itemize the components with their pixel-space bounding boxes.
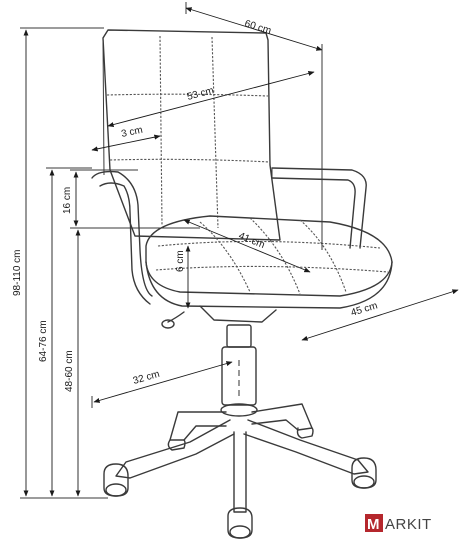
markit-logo: M ARKIT — [365, 514, 432, 533]
label-seat-thickness: 6 cm — [175, 250, 186, 272]
casters — [103, 427, 377, 539]
dimension-lines — [20, 2, 459, 499]
chair-illustration — [91, 29, 393, 539]
label-armrest-floor-height: 64-76 cm — [38, 320, 49, 362]
gas-lift-cylinder — [226, 324, 252, 348]
backrest — [102, 29, 281, 241]
label-armrest-height: 16 cm — [62, 187, 73, 214]
logo-text: ARKIT — [385, 516, 432, 533]
label-seat-width: 45 cm — [350, 300, 379, 318]
label-depth-top: 60 cm — [243, 18, 272, 36]
logo-badge — [365, 514, 383, 532]
star-base — [115, 403, 369, 513]
label-seat-height: 48-60 cm — [64, 350, 75, 392]
armrest-left — [91, 170, 153, 297]
seat-mechanism — [199, 305, 277, 323]
armrest-right — [271, 167, 367, 249]
label-backrest-thickness: 3 cm — [120, 125, 143, 140]
tilt-lever — [167, 311, 185, 323]
label-backrest-width: 53 cm — [186, 85, 215, 103]
label-total-height: 98-110 cm — [12, 249, 23, 296]
logo-letter: M — [367, 516, 380, 533]
